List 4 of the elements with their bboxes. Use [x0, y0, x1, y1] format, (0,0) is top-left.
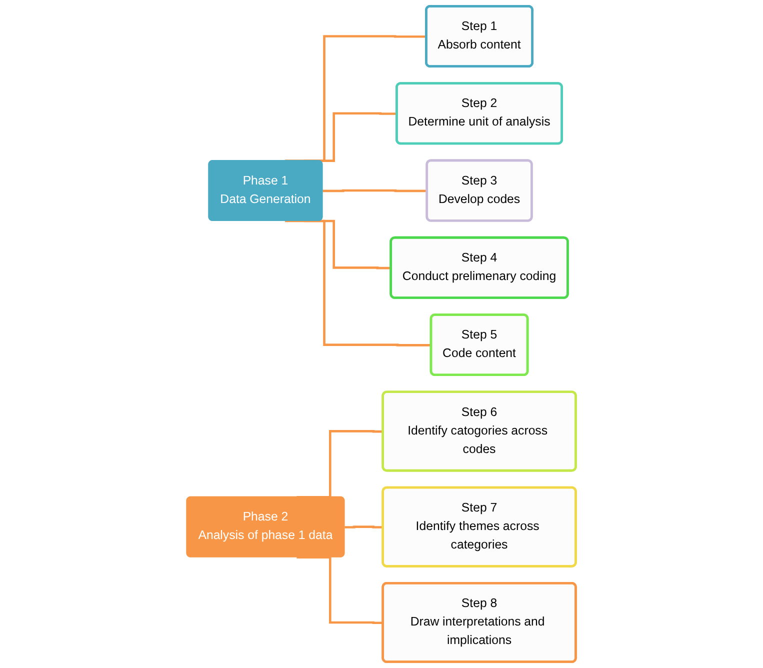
connector: [345, 526, 384, 528]
connector: [323, 189, 428, 192]
connector: [285, 220, 432, 346]
connector: [297, 556, 384, 624]
